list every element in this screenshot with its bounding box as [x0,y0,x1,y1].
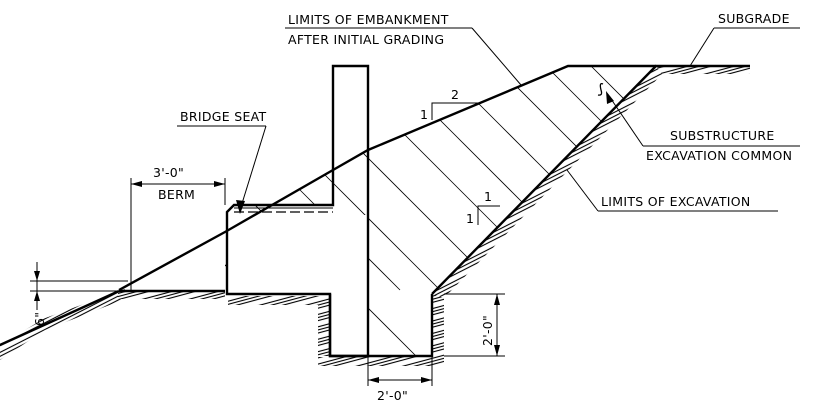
subgrade-leader [689,27,715,67]
excavation-pocket-outline [328,294,434,358]
six-inch-arrow-bottom [34,291,40,301]
two-ft-vertical-text: 2'-0" [480,315,495,346]
substructure-label-line1: SUBSTRUCTURE [670,128,775,143]
fill-symbol-s [597,82,604,96]
berm-label: BERM [158,187,195,202]
slope-ratio-upper-rise: 1 [420,107,428,122]
six-inch-arrow-top [34,271,40,281]
excavation-limits-label: LIMITS OF EXCAVATION [601,194,751,209]
excavation-limits-leader [566,169,599,212]
two-ft-horiz-arrow-left [368,377,379,383]
left-slope-line [0,289,120,347]
substructure-label-line2: EXCAVATION COMMON [646,148,792,163]
two-ft-horizontal-text: 2'-0" [377,388,408,403]
slope-ratio-upper-run: 2 [451,87,459,102]
slope-ratio-lower-run: 1 [484,189,492,204]
bridge-seat-arrowhead [236,200,245,214]
bridge-seat-leader [239,125,267,211]
ground-strip-pocket-left [318,296,330,356]
substructure-arrowhead [606,91,614,104]
ground-strip-left-berm [40,289,125,332]
subgrade-label: SUBGRADE [718,11,790,26]
two-ft-horiz-arrow-right [421,377,432,383]
six-inch-dimension-text: 6" [32,312,47,326]
ground-strip-berm-flat [118,291,225,299]
slope-ratio-lower-symbol [477,205,500,225]
ground-strip-under-seat [228,296,330,305]
slope-ratio-lower-rise: 1 [466,211,474,226]
berm-dim-arrow-right [214,181,225,187]
berm-dimension-text: 3'-0" [153,165,184,180]
two-ft-vert-arrow-bottom [494,345,500,356]
embankment-label-leader [471,27,522,86]
berm-dim-arrow-left [131,181,142,187]
two-ft-vert-arrow-top [494,294,500,305]
abutment-outline [225,64,370,358]
ground-strip-pocket-right [432,290,444,366]
embankment-label-line2: AFTER INITIAL GRADING [288,32,444,47]
bridge-seat-label: BRIDGE SEAT [180,109,267,124]
natural-ground [0,66,750,366]
ground-strip-excavation-slope [432,66,670,298]
slope-ratio-upper-symbol [431,102,482,120]
ground-strip-subgrade [656,66,750,74]
substructure-leader [608,95,644,147]
embankment-label-line1: LIMITS OF EMBANKMENT [288,12,449,27]
fill-hatching [149,66,656,356]
ground-strip-pocket-bottom [318,357,432,366]
embankment-limit-line [118,64,656,292]
excavation-limit-line [431,64,750,295]
